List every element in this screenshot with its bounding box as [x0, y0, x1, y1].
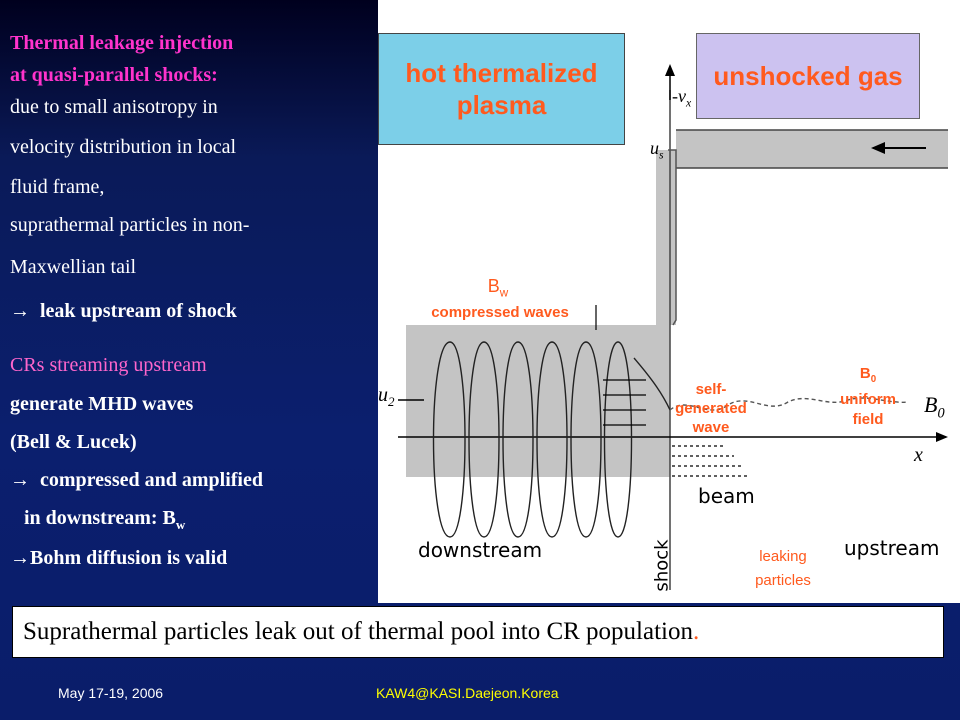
- crs-streaming-line: CRs streaming upstream: [10, 354, 207, 376]
- bw-subscript: w: [175, 517, 186, 532]
- text-line-2: velocity distribution in local: [10, 136, 237, 158]
- arrow-icon: →: [10, 469, 30, 491]
- footer-date: May 17-19, 2006: [58, 685, 164, 701]
- heading-line-2: at quasi-parallel shocks:: [10, 64, 218, 86]
- self-generated-wave-line: [669, 397, 909, 411]
- velocity-profile: [668, 149, 677, 326]
- downstream-bw-text: in downstream: B: [24, 507, 176, 529]
- text-line-1: due to small anisotropy in: [10, 96, 218, 118]
- bw-label: Bw: [487, 276, 509, 300]
- bohm-line: →Bohm diffusion is valid: [10, 547, 227, 570]
- compressed-amplified-line: → compressed and amplified: [10, 469, 263, 492]
- summary-box: Suprathermal particles leak out of therm…: [12, 606, 944, 658]
- summary-dot: .: [693, 618, 700, 645]
- helical-field-lines: [432, 341, 671, 538]
- arrow-icon: →: [10, 547, 30, 569]
- b0-figure-label: B0: [924, 392, 945, 422]
- u2-label: u2: [378, 384, 395, 409]
- text-line-4: suprathermal particles in non-: [10, 214, 250, 236]
- bohm-text: Bohm diffusion is valid: [30, 547, 228, 569]
- compressed-amplified-text: compressed and amplified: [40, 469, 263, 491]
- unshocked-gas-box: unshocked gas: [696, 33, 920, 119]
- hot-plasma-line-2: plasma: [456, 90, 547, 120]
- shock-figure: [398, 64, 948, 590]
- compressed-waves-label: compressed waves: [431, 304, 569, 321]
- leak-upstream-line: → leak upstream of shock: [10, 300, 237, 323]
- downstream-bw-line: in downstream: Bw: [24, 507, 185, 533]
- unshocked-gas-label: unshocked gas: [713, 61, 903, 91]
- downstream-label: downstream: [418, 538, 543, 562]
- footer-venue: KAW4@KASI.Daejeon.Korea: [376, 685, 559, 701]
- generate-mhd-line: generate MHD waves: [10, 393, 194, 415]
- beam-label: beam: [698, 484, 755, 508]
- upstream-label: upstream: [844, 536, 940, 560]
- shock-label: shock: [651, 539, 673, 592]
- arrow-icon: →: [10, 300, 30, 322]
- text-line-3: fluid frame,: [10, 176, 105, 198]
- heading-line-1: Thermal leakage injection: [10, 32, 234, 54]
- upstream-flow-arrowhead: [871, 142, 885, 154]
- shock-ramp-region: [656, 150, 676, 325]
- vx-axis-arrowhead: [665, 64, 675, 76]
- vx-label: -vx: [672, 86, 692, 110]
- leak-upstream-text: leak upstream of shock: [40, 300, 237, 322]
- summary-text: Suprathermal particles leak out of therm…: [23, 618, 693, 645]
- x-axis-label: x: [914, 444, 923, 466]
- beam-arrows: [672, 445, 750, 477]
- hot-plasma-line-1: hot thermalized: [405, 58, 598, 88]
- bell-lucek-line: (Bell & Lucek): [10, 431, 137, 453]
- text-line-5: Maxwellian tail: [10, 256, 137, 278]
- downstream-flow-arrows: [603, 379, 646, 426]
- x-axis-arrowhead: [936, 432, 948, 442]
- us-label: us: [650, 138, 664, 162]
